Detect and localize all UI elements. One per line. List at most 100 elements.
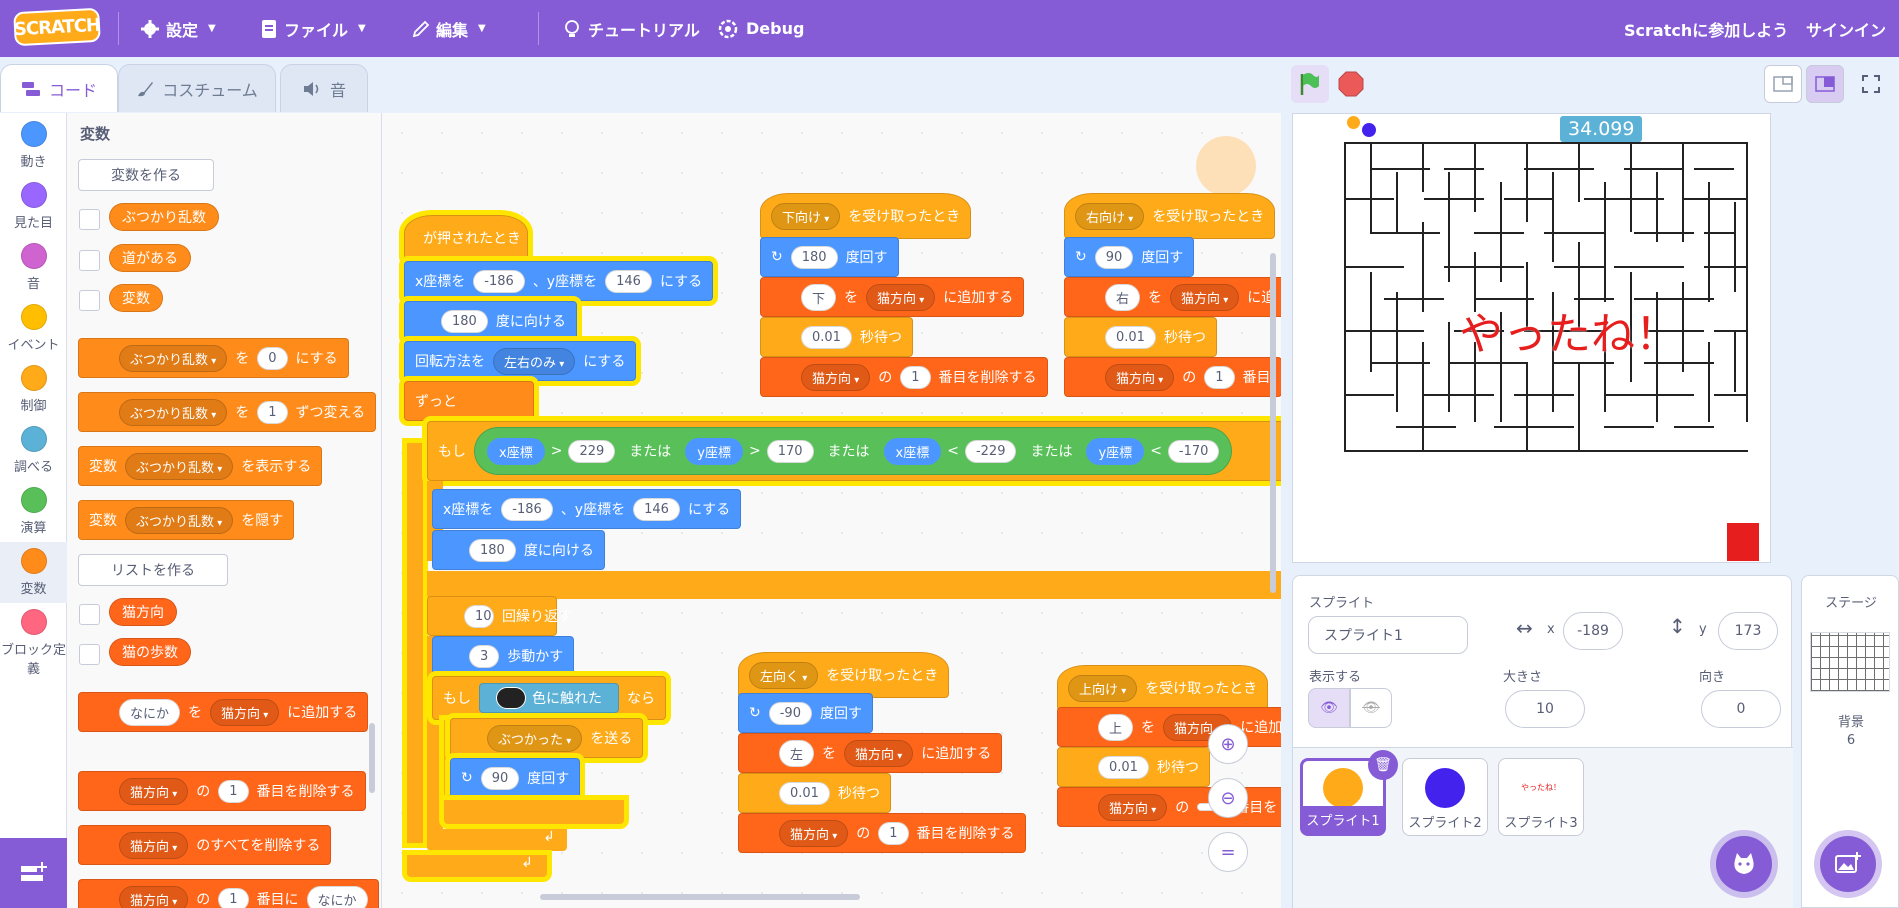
category-control[interactable]: 制御 <box>0 365 67 414</box>
rotation-dropdown[interactable]: 左右のみ <box>493 347 576 375</box>
broadcast-block[interactable]: ぶつかったを送る <box>450 718 644 758</box>
degrees-input[interactable]: 90 <box>480 766 520 790</box>
index-input[interactable]: 1 <box>218 779 249 803</box>
normal-stage-button[interactable] <box>1806 65 1844 103</box>
category-my-blocks[interactable]: ブロック定義 <box>0 609 67 677</box>
category-looks[interactable]: 見た目 <box>0 182 67 231</box>
add-extension-button[interactable] <box>0 838 67 908</box>
add-right-block[interactable]: 右を猫方向に追 <box>1064 277 1281 317</box>
seconds-input[interactable]: 0.01 <box>779 781 830 805</box>
category-motion[interactable]: 動き <box>0 121 67 170</box>
size-input[interactable]: 10 <box>1505 690 1585 728</box>
when-receive-up-hat[interactable]: 上向けを受け取ったとき <box>1057 665 1269 711</box>
repeat-count-input[interactable]: 10 <box>464 604 494 628</box>
list-checkbox[interactable] <box>79 644 100 665</box>
y-input[interactable]: 146 <box>633 497 680 521</box>
variable-dropdown[interactable]: ぶつかり乱数 <box>119 398 228 426</box>
add-down-block[interactable]: 下を猫方向に追加する <box>760 277 1025 317</box>
index-input[interactable]: 1 <box>900 365 931 389</box>
value-input[interactable]: 229 <box>568 439 616 463</box>
category-sound[interactable]: 音 <box>0 243 67 292</box>
list-checkbox[interactable] <box>79 604 100 625</box>
message-dropdown[interactable]: ぶつかった <box>487 724 583 752</box>
show-variable-block[interactable]: 変数ぶつかり乱数を表示する <box>78 446 323 486</box>
index-input[interactable]: 1 <box>218 887 249 908</box>
sprite-name-input[interactable]: スプライト1 <box>1308 616 1468 654</box>
index-input[interactable]: 1 <box>1204 365 1235 389</box>
when-receive-down-hat[interactable]: 下向けを受け取ったとき <box>760 193 972 239</box>
add-to-list-block[interactable]: なにかを猫方向に追加する <box>78 692 369 732</box>
zoom-out-button[interactable]: ⊖ <box>1208 778 1248 818</box>
list-dropdown[interactable]: 猫方向 <box>119 831 189 859</box>
var-reporter[interactable]: 道がある <box>109 244 191 272</box>
when-receive-right-hat[interactable]: 右向けを受け取ったとき <box>1064 193 1276 239</box>
x-input[interactable]: -189 <box>1563 612 1623 650</box>
show-sprite-button[interactable]: 👁 <box>1308 688 1350 728</box>
add-sprite-button[interactable] <box>1716 836 1772 892</box>
item-input[interactable]: 右 <box>1105 283 1141 311</box>
delete-right-block[interactable]: 猫方向の1番目 <box>1064 357 1281 397</box>
tutorials-menu[interactable]: チュートリアル <box>562 0 700 57</box>
list-dropdown[interactable]: 猫方向 <box>844 739 914 767</box>
add-left-block[interactable]: 左を猫方向に追加する <box>738 733 1003 773</box>
make-variable-button[interactable]: 変数を作る <box>78 159 214 191</box>
direction-input[interactable]: 0 <box>1701 690 1781 728</box>
item-input[interactable]: 上 <box>1098 713 1134 741</box>
tab-costume[interactable]: コスチューム <box>118 64 276 112</box>
x-position-reporter[interactable]: x座標 <box>487 437 545 465</box>
value-input[interactable]: 1 <box>257 400 288 424</box>
value-input[interactable]: -229 <box>964 439 1017 463</box>
zoom-reset-button[interactable]: = <box>1208 832 1248 872</box>
category-sensing[interactable]: 調べる <box>0 426 67 475</box>
file-menu[interactable]: ファイル▼ <box>260 0 366 57</box>
degrees-input[interactable]: -90 <box>768 701 812 725</box>
signin-link[interactable]: サインイン <box>1806 0 1886 57</box>
delete-all-list-block[interactable]: 猫方向のすべてを削除する <box>78 825 332 865</box>
if-block[interactable]: もし x座標>229 または y座標>170 または x座標<-229 または … <box>427 421 1281 481</box>
edit-menu[interactable]: 編集▼ <box>412 0 486 57</box>
message-dropdown[interactable]: 右向け <box>1075 202 1145 230</box>
sprite-tile-2[interactable]: スプライト2 <box>1402 758 1488 836</box>
list-dropdown[interactable]: 猫方向 <box>119 885 189 908</box>
list-dropdown[interactable]: 猫方向 <box>1098 793 1168 821</box>
delete-of-list-block[interactable]: 猫方向の1番目を削除する <box>78 771 366 811</box>
tab-sound[interactable]: 音 <box>280 64 368 112</box>
var-checkbox[interactable] <box>79 250 100 271</box>
y-position-reporter[interactable]: y座標 <box>685 437 743 465</box>
list-dropdown[interactable]: 猫方向 <box>210 698 280 726</box>
tab-code[interactable]: コード <box>0 64 118 112</box>
x-input[interactable]: -186 <box>501 497 553 521</box>
scratch-logo[interactable]: SCRATCH <box>13 7 101 47</box>
make-list-button[interactable]: リストを作る <box>78 554 228 586</box>
touching-color-condition[interactable]: 色に触れた <box>479 683 619 713</box>
message-dropdown[interactable]: 左向く <box>749 661 819 689</box>
var-checkbox[interactable] <box>79 290 100 311</box>
insert-at-list-block[interactable]: 猫方向の1番目になにか <box>78 879 379 908</box>
stop-button[interactable] <box>1332 65 1370 103</box>
delete-left-block[interactable]: 猫方向の1番目を削除する <box>738 813 1026 853</box>
debug-menu[interactable]: Debug <box>716 0 804 57</box>
if-touching-color-block[interactable]: もし 色に触れた なら <box>432 676 666 720</box>
x-input[interactable]: -186 <box>473 269 525 293</box>
var-reporter[interactable]: ぶつかり乱数 <box>109 203 219 231</box>
item-input[interactable]: 下 <box>801 283 837 311</box>
y-input[interactable]: 146 <box>605 269 652 293</box>
category-variables[interactable]: 変数 <box>0 542 67 603</box>
index-input[interactable]: 1 <box>878 821 909 845</box>
message-dropdown[interactable]: 上向け <box>1068 674 1138 702</box>
y-position-reporter[interactable]: y座標 <box>1086 437 1145 465</box>
forever-block[interactable]: ずっと <box>404 381 534 421</box>
hide-sprite-button[interactable]: 👁 <box>1350 688 1392 728</box>
small-stage-button[interactable] <box>1764 65 1802 103</box>
color-swatch[interactable] <box>496 687 526 709</box>
zoom-in-button[interactable]: ⊕ <box>1208 724 1248 764</box>
delete-sprite-button[interactable]: 🗑 <box>1368 750 1398 780</box>
palette-scrollbar[interactable] <box>369 723 375 793</box>
